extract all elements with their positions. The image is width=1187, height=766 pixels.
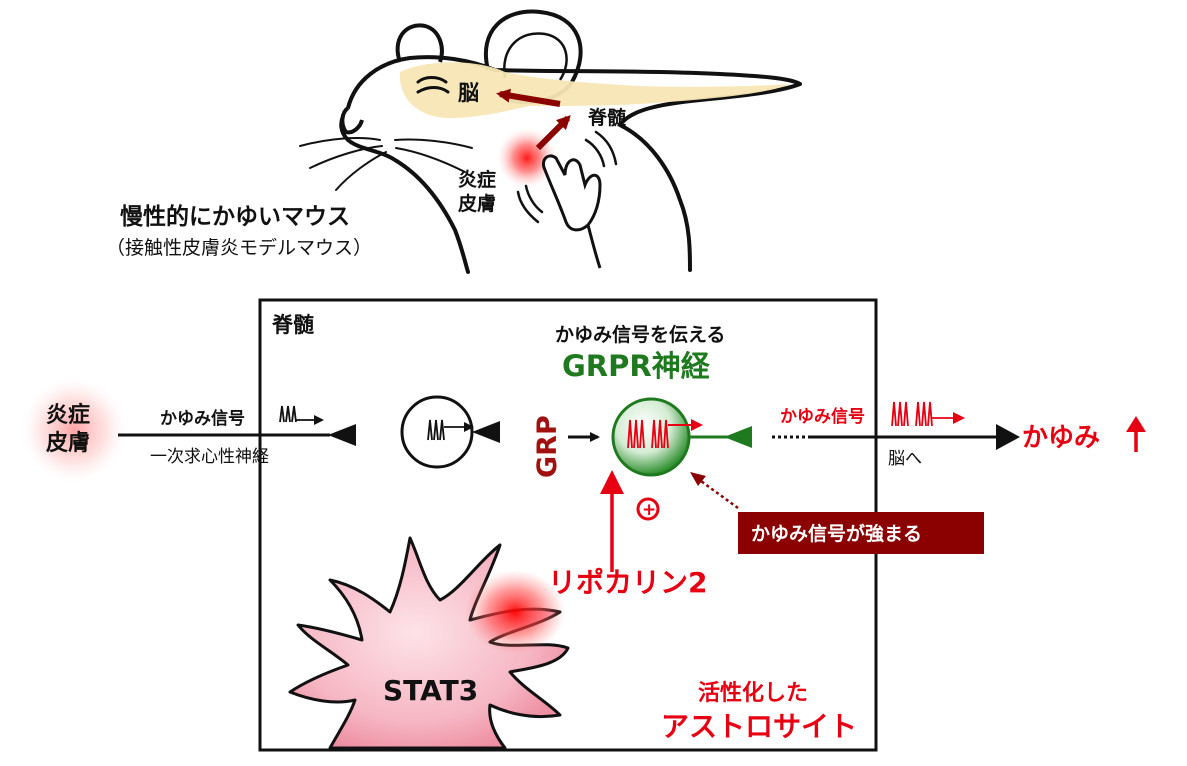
synapse-terminal-3: [724, 426, 752, 448]
mouse-back-ear: [395, 23, 444, 63]
itch-result-label: かゆみ: [1022, 423, 1100, 453]
mouse-title: 慢性的にかゆいマウス: [120, 203, 350, 230]
brain-label: 脳: [458, 81, 479, 105]
grpr-neuron: かゆみ信号を伝える GRPR神経: [555, 323, 752, 477]
skin-label-line1: 炎症: [46, 402, 90, 428]
inflamed-label-line2: 皮膚: [458, 192, 496, 215]
interneuron: [400, 395, 500, 469]
activated-label-line1: 活性化した: [698, 680, 808, 706]
brain-spine-region: [399, 62, 790, 118]
skin-label-line2: 皮膚: [46, 430, 90, 456]
output-pathway: かゆみ信号 脳へ かゆみ: [772, 401, 1146, 469]
itch-signal-in-label: かゆみ信号: [160, 408, 245, 429]
activated-label-line2: アストロサイト: [661, 710, 857, 743]
synapse-terminal-2: [472, 421, 500, 443]
to-brain-arrowhead: [996, 424, 1020, 450]
plus-symbol: +: [642, 500, 656, 520]
plus-icon: [636, 497, 660, 521]
spinal-cord-label: 脊髄: [587, 106, 626, 129]
itch-signal-out-label: かゆみ信号: [780, 406, 865, 427]
skin-to-spine-arrow: [535, 115, 571, 151]
lipocalin-label: リポカリン2: [548, 566, 707, 599]
stat3-label: STAT3: [383, 674, 478, 707]
mouse-paw: [541, 154, 602, 232]
mouse-illustration: 脳 脊髄 炎症 皮膚 慢性的にかゆいマウス （接触性皮膚炎モデルマウス）: [106, 9, 802, 274]
grp-label: GRP: [532, 415, 563, 478]
inflamed-skin-node: 炎症 皮膚: [22, 378, 126, 482]
to-brain-label: 脳へ: [888, 449, 922, 469]
itch-increase-arrow-icon: [1126, 416, 1146, 452]
strengthen-label-box: [738, 512, 984, 554]
astrocyte: STAT3 活性化した アストロサイト: [288, 536, 857, 750]
grpr-title: GRPR神経: [562, 349, 711, 383]
inflamed-label-line1: 炎症: [458, 168, 496, 191]
mouse-body: [339, 55, 802, 274]
primary-neuron-label: 一次求心性神経: [150, 447, 269, 467]
synapse-terminal-1: [328, 424, 356, 446]
grpr-caption: かゆみ信号を伝える: [555, 323, 725, 346]
spike-train-in: [279, 405, 324, 425]
strengthen-indicator: かゆみ信号が強まる: [690, 472, 984, 554]
mouse-eye: [416, 76, 450, 94]
mouse-nose: [340, 106, 364, 135]
astrocyte-secretion-glow: [465, 570, 565, 654]
lipocalin-signal: + リポカリン2: [548, 470, 707, 599]
strengthen-label: かゆみ信号が強まる: [751, 522, 922, 545]
mouse-subtitle: （接触性皮膚炎モデルマウス）: [106, 237, 372, 259]
spine-to-brain-arrow: [496, 88, 561, 107]
scratch-motion-lines: [516, 130, 618, 224]
box-spinal-label: 脊髄: [271, 313, 314, 337]
mouse-whiskers: [299, 137, 473, 191]
primary-afferent-pathway: かゆみ信号 一次求心性神経: [118, 405, 356, 467]
